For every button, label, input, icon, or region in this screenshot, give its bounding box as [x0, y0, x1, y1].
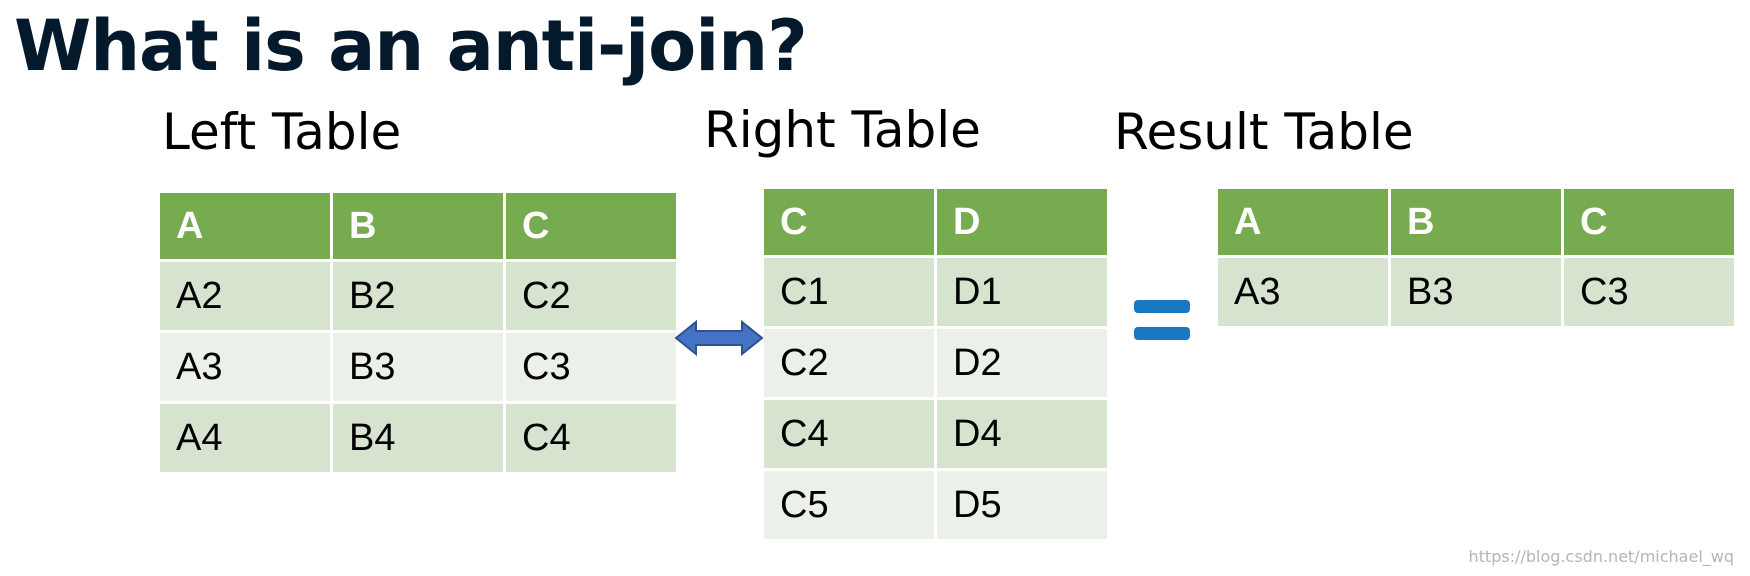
left-table-row: A2 B2 C2: [160, 262, 676, 330]
left-table-cell: C2: [506, 262, 676, 330]
right-table-cell: D5: [937, 471, 1107, 539]
result-table-cell: C3: [1564, 258, 1734, 326]
right-table-header-row: C D: [764, 189, 1107, 255]
left-table-cell: A2: [160, 262, 330, 330]
right-table-header-cell: D: [937, 189, 1107, 255]
left-table-cell: B3: [333, 333, 503, 401]
right-table-caption: Right Table: [704, 101, 981, 159]
left-table-header-cell: C: [506, 193, 676, 259]
right-table-cell: C1: [764, 258, 934, 326]
right-table-cell: D4: [937, 400, 1107, 468]
left-table-header-cell: A: [160, 193, 330, 259]
left-table-row: A3 B3 C3: [160, 333, 676, 401]
right-table-row: C5 D5: [764, 471, 1107, 539]
right-table-row: C2 D2: [764, 329, 1107, 397]
double-arrow-icon: [674, 319, 764, 357]
right-table-row: C1 D1: [764, 258, 1107, 326]
left-table-header-cell: B: [333, 193, 503, 259]
right-table-cell: D1: [937, 258, 1107, 326]
left-table-caption: Left Table: [162, 103, 402, 161]
page-title: What is an anti-join?: [14, 5, 808, 87]
result-table-header-row: A B C: [1218, 189, 1734, 255]
left-table-cell: C4: [506, 404, 676, 472]
left-table-header-row: A B C: [160, 193, 676, 259]
left-table: A B C A2 B2 C2 A3 B3 C3 A4 B4 C4: [157, 190, 679, 475]
equals-icon: [1134, 300, 1190, 340]
result-table-header-cell: C: [1564, 189, 1734, 255]
watermark: https://blog.csdn.net/michael_wq: [1468, 547, 1734, 566]
left-table-cell: B2: [333, 262, 503, 330]
result-table-header-cell: B: [1391, 189, 1561, 255]
result-table-caption: Result Table: [1114, 103, 1414, 161]
result-table-cell: B3: [1391, 258, 1561, 326]
left-table-cell: A3: [160, 333, 330, 401]
right-table: C D C1 D1 C2 D2 C4 D4 C5 D5: [761, 186, 1110, 542]
right-table-cell: C2: [764, 329, 934, 397]
right-table-row: C4 D4: [764, 400, 1107, 468]
result-table-header-cell: A: [1218, 189, 1388, 255]
result-table-row: A3 B3 C3: [1218, 258, 1734, 326]
left-table-cell: C3: [506, 333, 676, 401]
right-table-header-cell: C: [764, 189, 934, 255]
result-table-cell: A3: [1218, 258, 1388, 326]
right-table-cell: D2: [937, 329, 1107, 397]
result-table: A B C A3 B3 C3: [1215, 186, 1737, 329]
left-table-row: A4 B4 C4: [160, 404, 676, 472]
right-table-cell: C4: [764, 400, 934, 468]
right-table-cell: C5: [764, 471, 934, 539]
left-table-cell: B4: [333, 404, 503, 472]
left-table-cell: A4: [160, 404, 330, 472]
